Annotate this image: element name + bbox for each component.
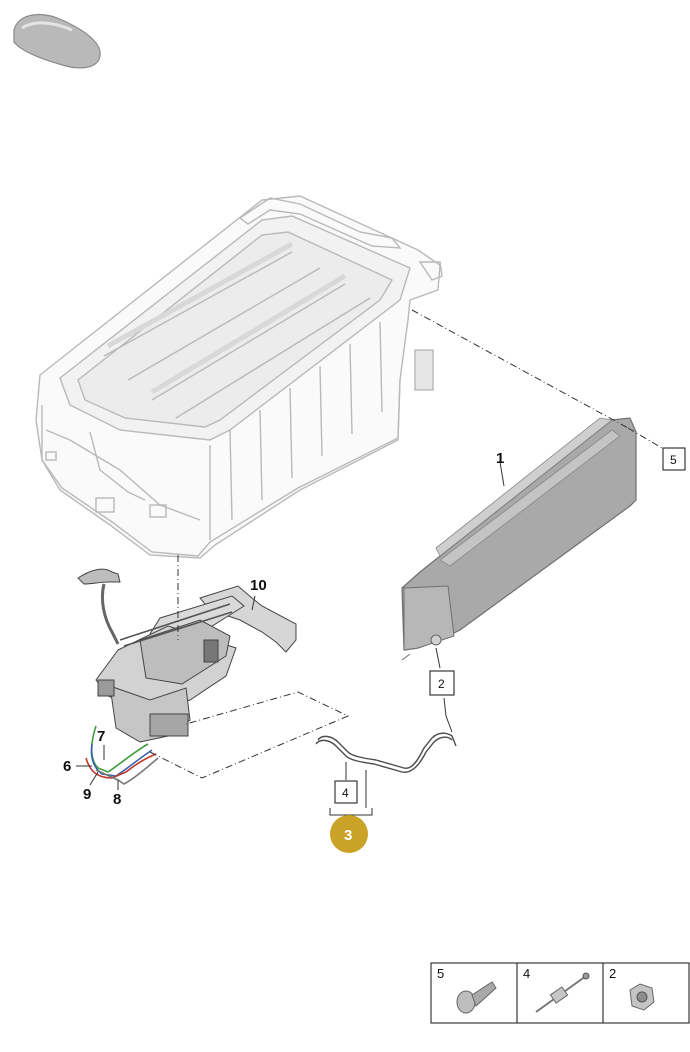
callout-9: 9 <box>83 786 91 803</box>
nut-icon <box>629 983 655 1011</box>
boxed-callout-5[interactable]: 5 <box>662 447 686 471</box>
svg-text:4: 4 <box>523 966 530 981</box>
legend-item-2[interactable]: 2 <box>609 966 655 1011</box>
legend-table: 5 4 2 <box>430 962 690 1024</box>
wire-harness[interactable] <box>85 725 159 785</box>
bolt-icon <box>456 981 497 1014</box>
cable-clip-icon <box>535 972 590 1013</box>
legend-item-4[interactable]: 4 <box>523 966 590 1013</box>
svg-text:5: 5 <box>670 453 677 467</box>
highlight-callout-3[interactable]: 3 <box>330 815 368 853</box>
boxed-callout-2[interactable]: 2 <box>429 670 455 696</box>
vehicle-thumbnail-icon[interactable] <box>13 13 101 69</box>
part-1-cover[interactable] <box>401 417 637 661</box>
svg-text:4: 4 <box>342 786 349 800</box>
junction-box-assembly[interactable] <box>77 568 297 743</box>
callout-7: 7 <box>97 728 105 745</box>
battery-housing-drawing <box>35 195 443 559</box>
leader-lines <box>149 309 663 779</box>
leader-lines-solid <box>76 461 505 820</box>
svg-text:3: 3 <box>344 827 352 844</box>
svg-text:2: 2 <box>438 677 445 691</box>
callout-8: 8 <box>113 791 121 808</box>
svg-text:5: 5 <box>437 966 444 981</box>
callout-10: 10 <box>250 577 267 594</box>
pipe-part-3[interactable] <box>315 732 457 773</box>
svg-text:2: 2 <box>609 966 616 981</box>
callout-1: 1 <box>496 450 504 467</box>
boxed-callout-4[interactable]: 4 <box>334 780 358 804</box>
legend-item-5[interactable]: 5 <box>437 966 497 1014</box>
callout-6: 6 <box>63 758 71 775</box>
